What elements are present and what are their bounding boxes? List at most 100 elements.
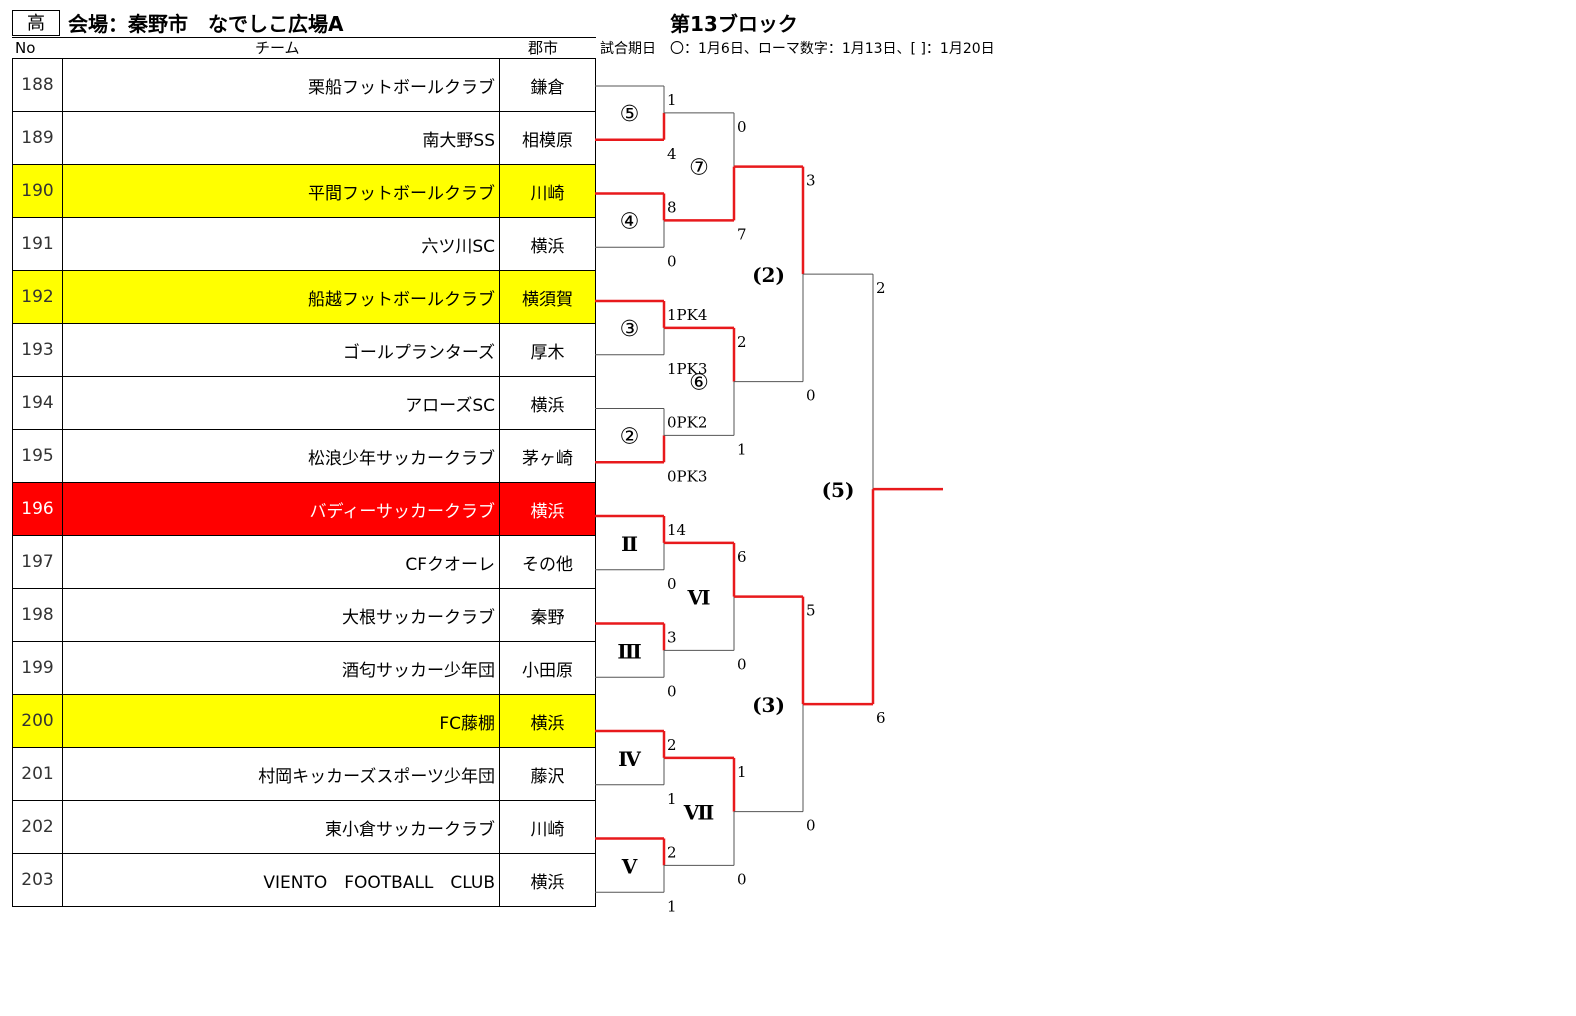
match-label: ② xyxy=(620,424,640,449)
team-name: 六ツ川SC xyxy=(62,217,500,271)
schedule-note: 試合期日 〇：1月6日、ローマ数字：1月13日、[ ]：1月20日 xyxy=(600,41,995,57)
team-number: 196 xyxy=(12,482,63,536)
score-bottom: 6 xyxy=(876,709,886,727)
team-number: 200 xyxy=(12,694,63,748)
team-city: 茅ヶ崎 xyxy=(499,429,596,483)
score-bottom: 0 xyxy=(737,870,747,888)
team-city: その他 xyxy=(499,535,596,589)
score-top: 8 xyxy=(667,199,677,217)
team-name: 松浪少年サッカークラブ xyxy=(62,429,500,483)
venue-title: 会場：秦野市 なでしこ広場A xyxy=(68,12,344,36)
team-name: VIENTO FOOTBALL CLUB xyxy=(62,853,500,907)
match-label: ③ xyxy=(620,317,640,342)
score-top: 0 xyxy=(737,118,747,136)
col-head-city: 郡市 xyxy=(528,39,559,57)
team-name: 村岡キッカーズスポーツ少年団 xyxy=(62,747,500,801)
score-top: 1PK4 xyxy=(667,306,707,324)
team-number: 193 xyxy=(12,323,63,377)
team-number: 199 xyxy=(12,641,63,695)
score-top: 1 xyxy=(667,91,677,109)
score-bottom: 0PK3 xyxy=(667,467,707,485)
score-top: 2 xyxy=(876,279,886,297)
score-top: 6 xyxy=(737,548,747,566)
match-label: Ⅴ xyxy=(621,854,638,878)
team-number: 192 xyxy=(12,270,63,324)
score-bottom: 7 xyxy=(737,225,747,243)
score-bottom: 0 xyxy=(806,387,816,405)
team-city: 横浜 xyxy=(499,482,596,536)
match-label: ⑥ xyxy=(689,371,709,396)
team-city: 厚木 xyxy=(499,323,596,377)
match-label: Ⅳ xyxy=(618,747,641,771)
team-name: 船越フットボールクラブ xyxy=(62,270,500,324)
team-number: 195 xyxy=(12,429,63,483)
team-city: 横須賀 xyxy=(499,270,596,324)
score-top: 0PK2 xyxy=(667,414,707,432)
score-top: 2 xyxy=(737,333,747,351)
col-head-team: チーム xyxy=(255,39,300,57)
match-label: Ⅱ xyxy=(621,532,638,556)
score-top: 3 xyxy=(667,629,677,647)
score-top: 2 xyxy=(667,844,677,862)
score-top: 3 xyxy=(806,172,816,190)
block-title: 第13ブロック xyxy=(670,12,798,36)
col-head-no: No xyxy=(15,39,36,57)
score-bottom: 0 xyxy=(667,252,677,270)
team-city: 横浜 xyxy=(499,853,596,907)
score-bottom: 1PK3 xyxy=(667,360,707,378)
match-label: (3) xyxy=(752,693,785,717)
team-city: 横浜 xyxy=(499,376,596,430)
team-name: バディーサッカークラブ xyxy=(62,482,500,536)
match-label: (2) xyxy=(752,263,785,287)
team-city: 川崎 xyxy=(499,164,596,218)
score-bottom: 1 xyxy=(667,897,677,915)
match-label: (5) xyxy=(822,478,855,502)
team-name: ゴールプランターズ xyxy=(62,323,500,377)
match-label: Ⅲ xyxy=(617,639,641,663)
team-name: FC藤棚 xyxy=(62,694,500,748)
team-city: 川崎 xyxy=(499,800,596,854)
score-bottom: 0 xyxy=(667,682,677,700)
score-bottom: 0 xyxy=(667,575,677,593)
team-number: 194 xyxy=(12,376,63,430)
match-label: Ⅶ xyxy=(683,801,715,825)
score-bottom: 0 xyxy=(806,817,816,835)
team-number: 189 xyxy=(12,111,63,165)
score-top: 2 xyxy=(667,736,677,754)
team-number: 191 xyxy=(12,217,63,271)
grade-label: 高 xyxy=(12,10,60,36)
score-bottom: 1 xyxy=(667,790,677,808)
match-label: ④ xyxy=(620,209,640,234)
team-number: 201 xyxy=(12,747,63,801)
match-label: ⑦ xyxy=(689,156,709,181)
score-top: 14 xyxy=(667,521,686,539)
score-top: 5 xyxy=(806,602,816,620)
team-city: 藤沢 xyxy=(499,747,596,801)
score-bottom: 4 xyxy=(667,145,677,163)
team-name: 平間フットボールクラブ xyxy=(62,164,500,218)
header-divider xyxy=(12,37,596,38)
score-bottom: 0 xyxy=(737,655,747,673)
match-label: Ⅵ xyxy=(687,586,711,610)
team-name: CFクオーレ xyxy=(62,535,500,589)
team-name: 大根サッカークラブ xyxy=(62,588,500,642)
team-city: 秦野 xyxy=(499,588,596,642)
score-top: 1 xyxy=(737,763,747,781)
score-bottom: 1 xyxy=(737,440,747,458)
match-label: ⑤ xyxy=(620,102,640,127)
team-number: 190 xyxy=(12,164,63,218)
